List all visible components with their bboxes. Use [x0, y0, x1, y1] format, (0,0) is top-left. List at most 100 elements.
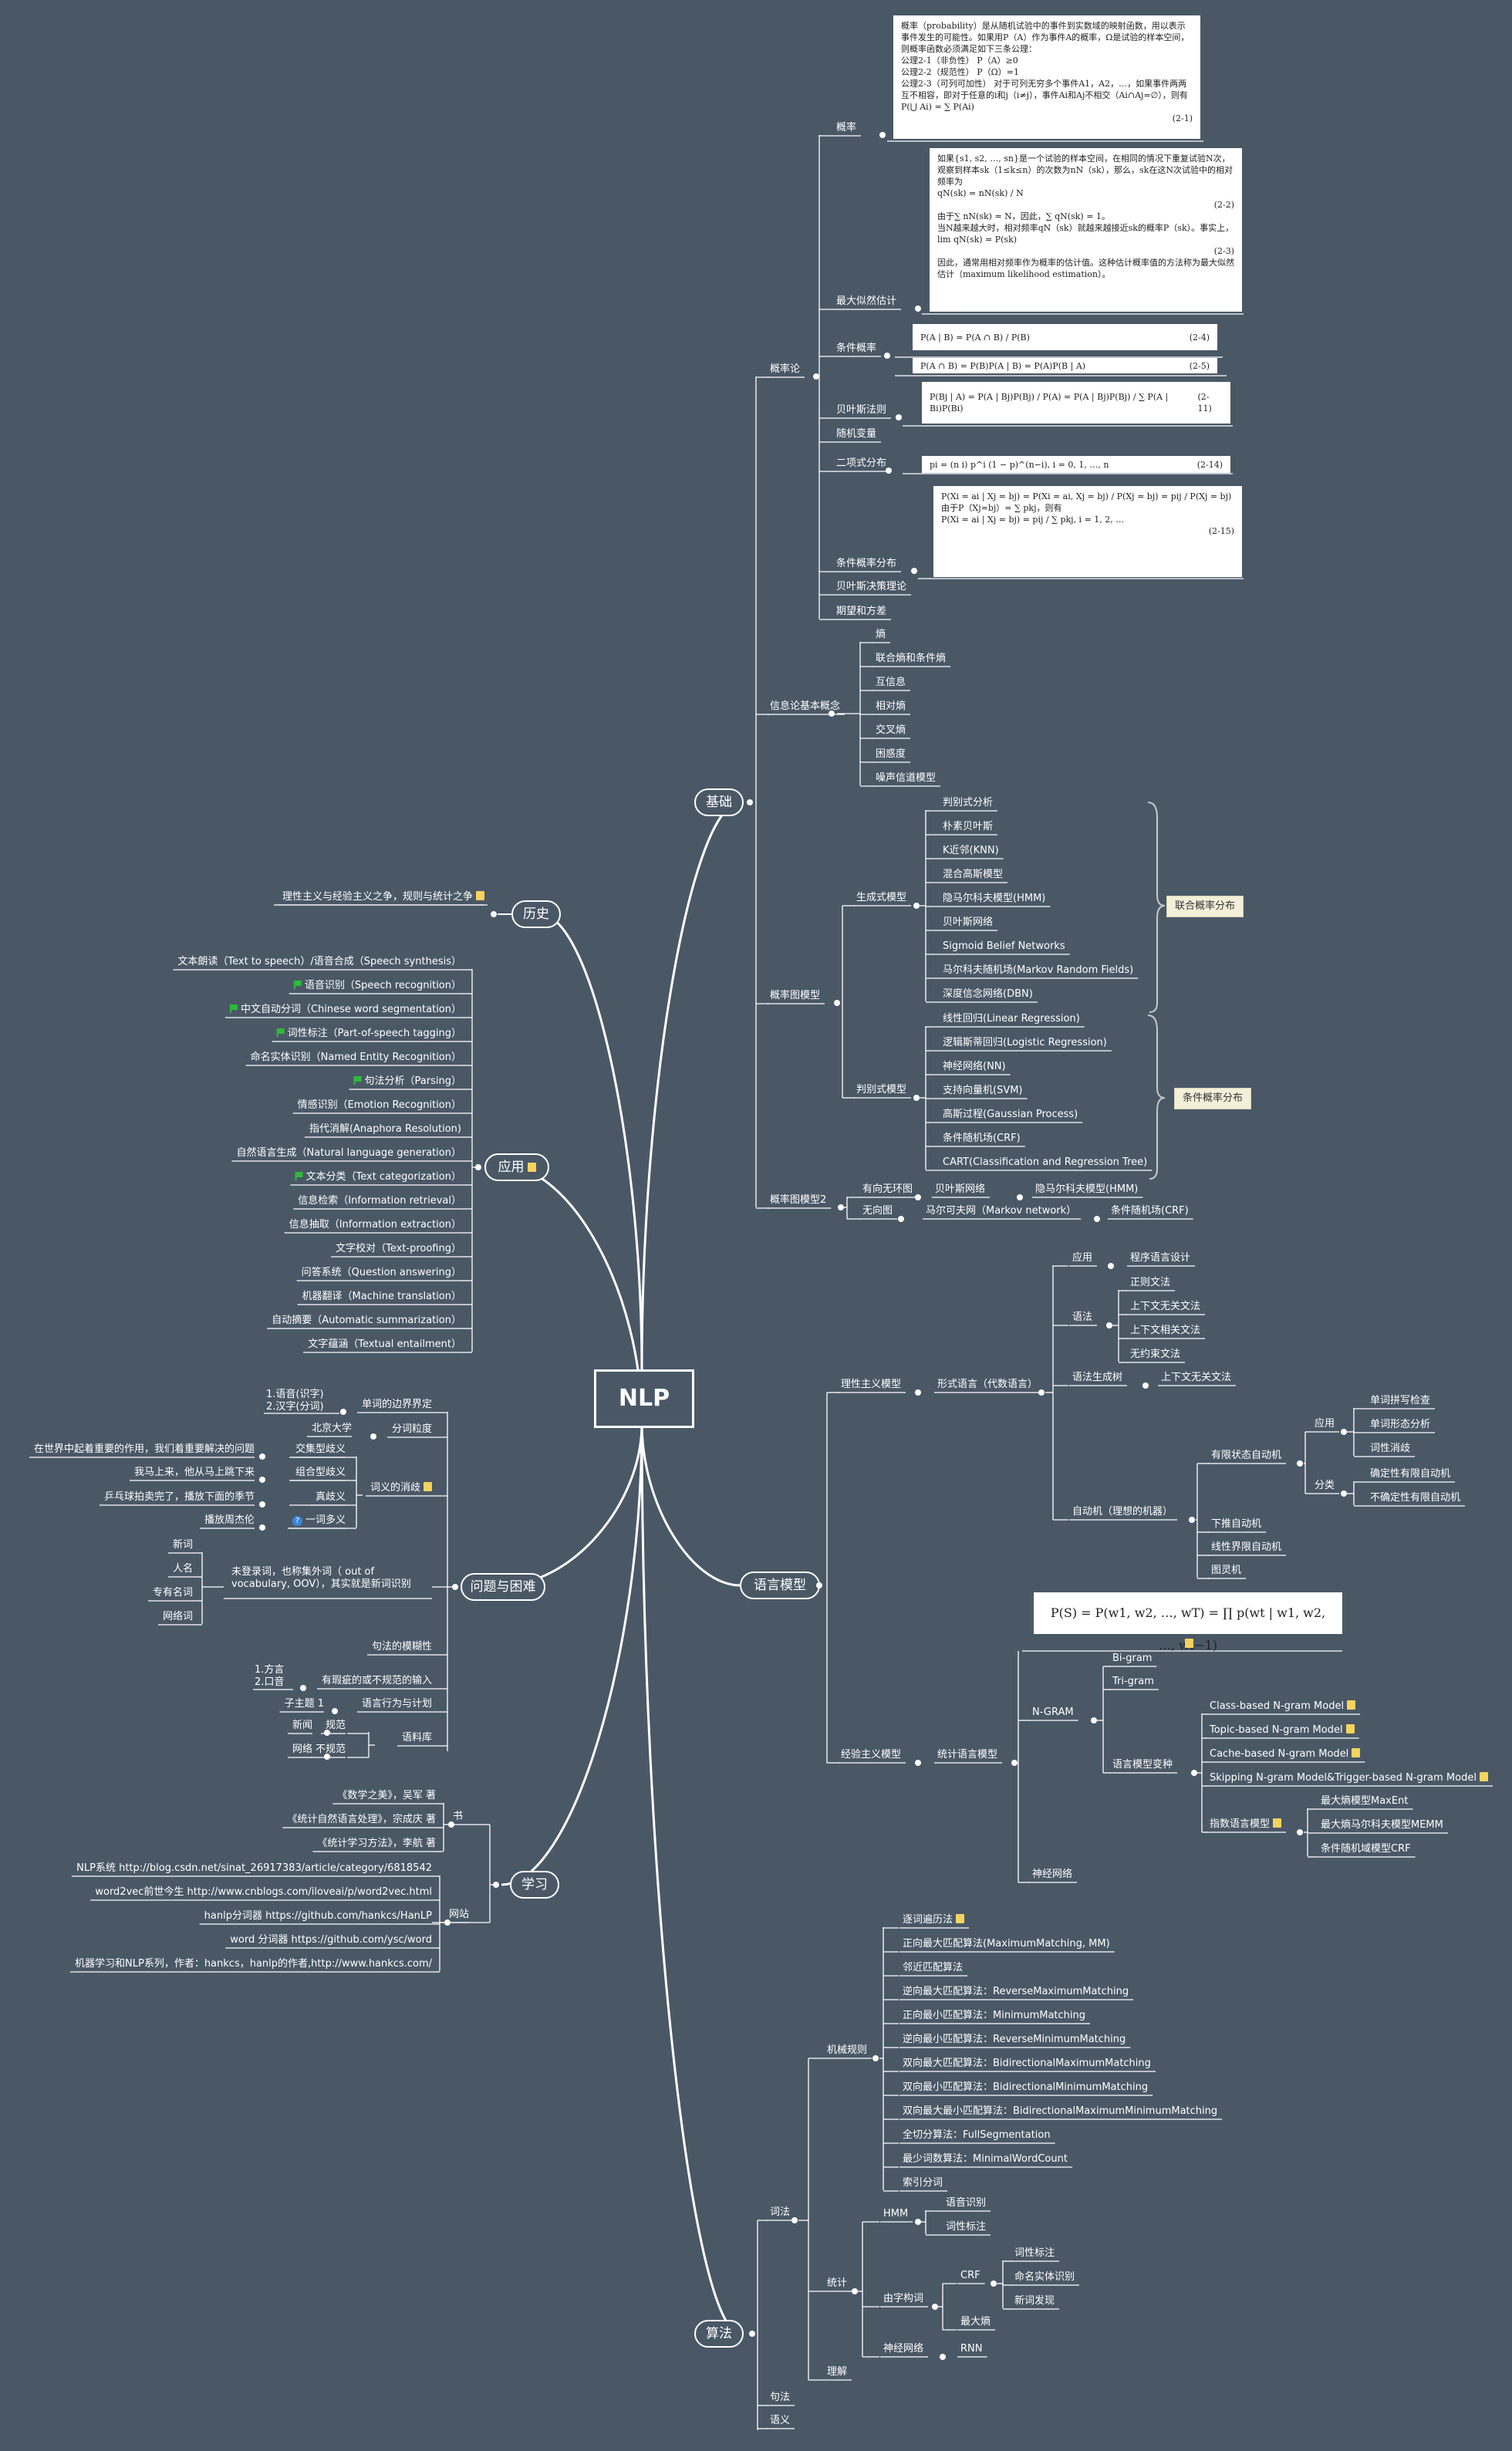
branch-learning[interactable]: 学习	[510, 1871, 559, 1899]
variant-item[interactable]: Skipping N-gram Model&Trigger-based N-gr…	[1210, 1772, 1488, 1784]
ambiguity-type[interactable]: 组合型歧义	[295, 1467, 346, 1479]
collapse-toggle[interactable]	[1297, 1460, 1303, 1467]
ambiguity-example[interactable]: 播放周杰伦	[204, 1514, 255, 1527]
rule-item[interactable]: 最少词数算法：MinimalWordCount	[903, 2153, 1068, 2166]
ambiguity-example[interactable]: 乒乓球拍卖完了，播放下面的季节	[104, 1491, 255, 1504]
oov-type[interactable]: 专有名词	[153, 1587, 193, 1599]
grammar-item[interactable]: 无约束文法	[1130, 1349, 1180, 1361]
collapse-toggle[interactable]	[491, 911, 497, 917]
problem-granularity[interactable]: 分词粒度	[392, 1423, 432, 1436]
collapse-toggle[interactable]	[1038, 1389, 1045, 1396]
collapse-toggle[interactable]	[911, 568, 917, 574]
grammar-gen[interactable]: 语法生成树	[1072, 1372, 1122, 1384]
prob-item[interactable]: 最大似然估计	[836, 295, 896, 308]
fsa-apply-item[interactable]: 单词形态分析	[1370, 1419, 1430, 1431]
collapse-toggle[interactable]	[452, 1584, 458, 1590]
collapse-toggle[interactable]	[1108, 1263, 1114, 1269]
problem-oov[interactable]: 未登录词，也称集外词（ out of vocabulary, OOV），其实就是…	[231, 1566, 411, 1590]
collapse-toggle[interactable]	[879, 132, 886, 138]
collapse-toggle[interactable]	[913, 1095, 920, 1101]
prob-item[interactable]: 贝叶斯法则	[836, 404, 886, 417]
discriminative-item[interactable]: 神经网络(NN)	[943, 1061, 1006, 1073]
site-item[interactable]: hanlp分词器 https://github.com/hankcs/HanLP	[204, 1910, 432, 1923]
granularity-sub[interactable]: 北京大学	[312, 1423, 352, 1435]
alg-nn[interactable]: 神经网络	[883, 2343, 923, 2355]
collapse-toggle[interactable]	[259, 1524, 265, 1531]
corpus-example[interactable]: 新闻	[292, 1720, 312, 1732]
branch-history[interactable]: 历史	[511, 900, 561, 928]
collapse-toggle[interactable]	[324, 1754, 330, 1760]
info-item[interactable]: 相对熵	[876, 701, 906, 713]
application-item[interactable]: 自然语言生成（Natural language generation）	[237, 1147, 461, 1160]
directed-graph[interactable]: 有向无环图	[862, 1183, 913, 1196]
basics-info[interactable]: 信息论基本概念	[770, 701, 840, 713]
problem-speech-act[interactable]: 语言行为与计划	[362, 1698, 432, 1710]
lm-app[interactable]: 应用	[1072, 1252, 1092, 1264]
oov-type[interactable]: 新词	[173, 1539, 193, 1551]
rule-item[interactable]: 邻近匹配算法	[903, 1962, 963, 1974]
application-item[interactable]: 自动摘要（Automatic summarization）	[272, 1315, 461, 1327]
generative-item[interactable]: Sigmoid Belief Networks	[943, 940, 1065, 953]
collapse-toggle[interactable]	[1189, 1517, 1195, 1523]
alg-statistics[interactable]: 统计	[827, 2277, 847, 2290]
variant-item[interactable]: Cache-based N-gram Model	[1210, 1748, 1361, 1761]
alg-syntax[interactable]: 句法	[770, 2392, 790, 2404]
application-item[interactable]: 中文自动分词（Chinese word segmentation）	[229, 1004, 461, 1016]
collapse-toggle[interactable]	[493, 1882, 499, 1888]
collapse-toggle[interactable]	[1017, 1194, 1023, 1200]
learning-books[interactable]: 书	[453, 1811, 463, 1823]
oov-type[interactable]: 网络词	[163, 1611, 193, 1623]
collapse-toggle[interactable]	[913, 903, 920, 909]
problem-corpus[interactable]: 语料库	[402, 1732, 432, 1744]
fsa-apply[interactable]: 应用	[1315, 1418, 1335, 1430]
corpus-item[interactable]: 规范	[326, 1720, 346, 1732]
discriminative-item[interactable]: CART(Classification and Regression Tree)	[943, 1156, 1147, 1169]
alg-segmentation[interactable]: 词法	[770, 2206, 790, 2219]
collapse-toggle[interactable]	[1094, 1216, 1100, 1222]
ngram-item[interactable]: Tri-gram	[1112, 1676, 1154, 1688]
collapse-toggle[interactable]	[1341, 1429, 1347, 1435]
learning-sites[interactable]: 网站	[449, 1909, 469, 1921]
ngram[interactable]: N-GRAM	[1032, 1707, 1074, 1719]
fsa-class[interactable]: 分类	[1315, 1480, 1335, 1492]
application-item[interactable]: 文本分类（Text categorization）	[295, 1171, 461, 1183]
collapse-toggle[interactable]	[915, 1389, 921, 1396]
collapse-toggle[interactable]	[475, 1164, 481, 1170]
basics-probability[interactable]: 概率论	[770, 363, 800, 376]
fsa-apply-item[interactable]: 词性消歧	[1370, 1443, 1410, 1455]
collapse-toggle[interactable]	[932, 2304, 938, 2310]
collapse-toggle[interactable]	[872, 2055, 879, 2061]
exp-item[interactable]: 最大熵马尔科夫模型MEMM	[1321, 1819, 1443, 1831]
exp-item[interactable]: 条件随机域模型CRF	[1321, 1843, 1411, 1855]
lm-empiricism[interactable]: 经验主义模型	[841, 1749, 901, 1761]
exp-models[interactable]: 指数语言模型	[1210, 1818, 1282, 1831]
generative-item[interactable]: 贝叶斯网络	[943, 917, 993, 929]
collapse-toggle[interactable]	[898, 1216, 904, 1222]
problem-syntax[interactable]: 句法的模糊性	[372, 1641, 432, 1653]
collapse-toggle[interactable]	[747, 799, 753, 805]
collapse-toggle[interactable]	[991, 2281, 997, 2287]
info-item[interactable]: 互信息	[876, 677, 906, 689]
ambiguity-type[interactable]: 真歧义	[316, 1491, 346, 1504]
collapse-toggle[interactable]	[896, 414, 902, 420]
alg-crf[interactable]: CRF	[960, 2270, 980, 2282]
formal-language[interactable]: 形式语言（代数语言）	[937, 1379, 1038, 1391]
oov-type[interactable]: 人名	[173, 1563, 193, 1575]
hmm-item[interactable]: 语音识别	[946, 2197, 986, 2210]
discriminative-model[interactable]: 判别式模型	[856, 1084, 906, 1096]
automaton-item[interactable]: 线性界限自动机	[1211, 1541, 1281, 1554]
alg-rules[interactable]: 机械规则	[827, 2044, 867, 2057]
book-item[interactable]: 《数学之美》，吴军 著	[337, 1790, 436, 1802]
info-item[interactable]: 困惑度	[876, 748, 906, 761]
collapse-toggle[interactable]	[829, 711, 835, 717]
generative-item[interactable]: 隐马尔科夫模型(HMM)	[943, 893, 1045, 905]
exp-item[interactable]: 最大熵模型MaxEnt	[1321, 1795, 1408, 1808]
collapse-toggle[interactable]	[332, 1708, 338, 1714]
directed-item[interactable]: 隐马尔科夫模型(HMM)	[1035, 1183, 1138, 1196]
collapse-toggle[interactable]	[1091, 1717, 1097, 1723]
automaton-item[interactable]: 下推自动机	[1211, 1518, 1261, 1531]
application-item[interactable]: 机器翻译（Machine translation）	[302, 1291, 461, 1303]
rule-item[interactable]: 双向最大匹配算法：BidirectionalMaximumMatching	[903, 2058, 1151, 2070]
alg-tagging[interactable]: 由字构词	[883, 2293, 923, 2305]
generative-item[interactable]: K近邻(KNN)	[943, 845, 999, 857]
